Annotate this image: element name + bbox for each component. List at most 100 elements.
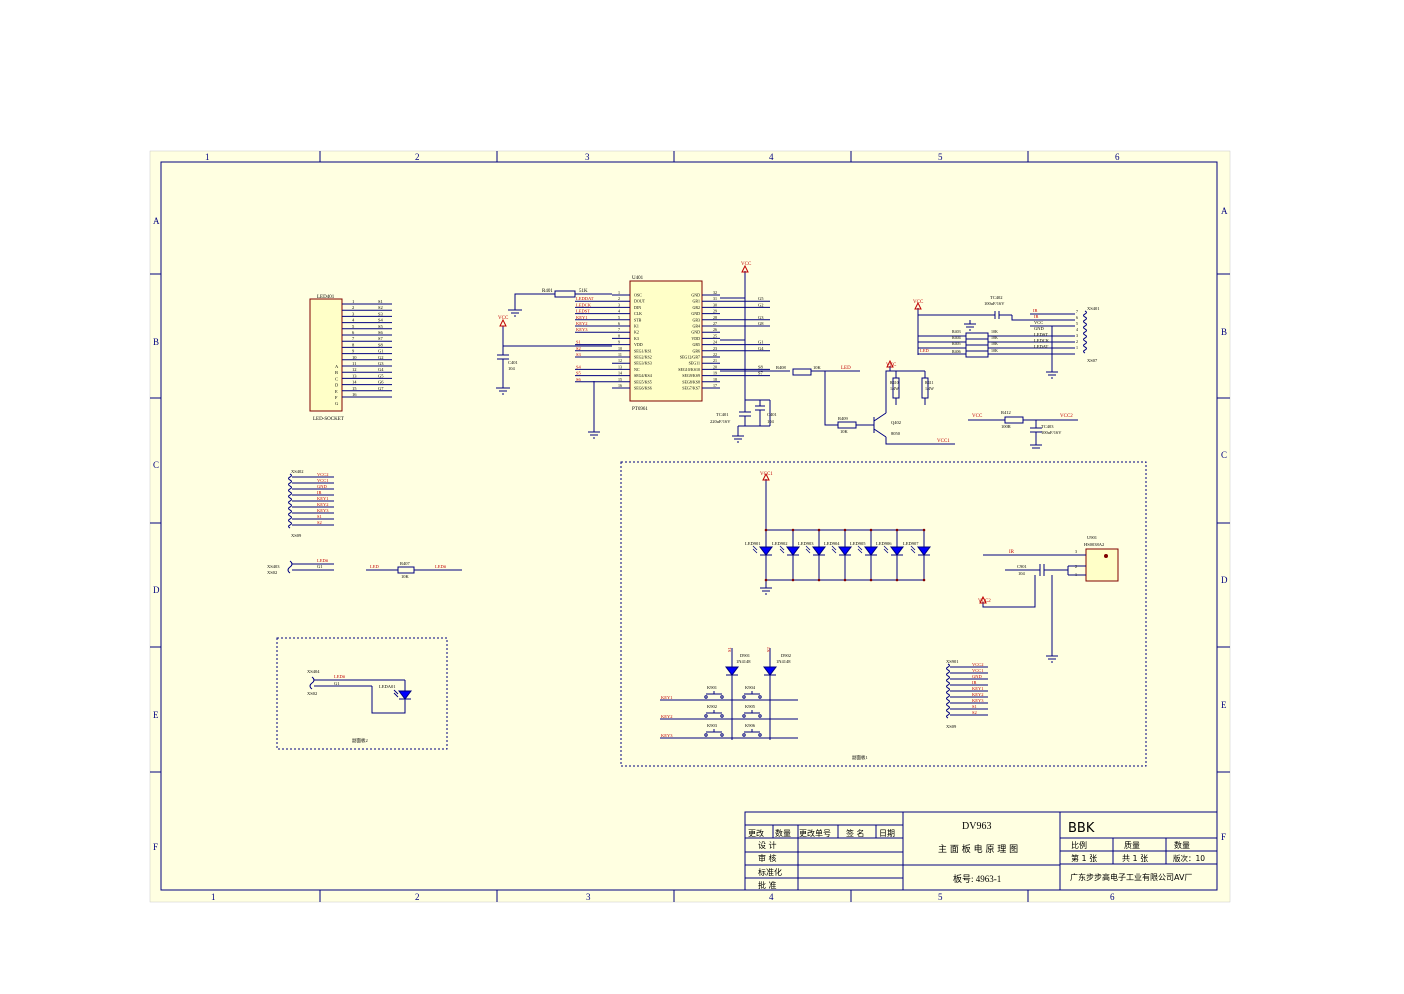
xs404-ref: XS404 xyxy=(307,669,320,674)
junction-dot xyxy=(843,578,847,582)
column-label-top: 2 xyxy=(415,152,420,162)
led401-pin-net: G2 xyxy=(378,355,384,360)
led401-pin-number: 8 xyxy=(352,342,355,347)
ir-net-u901: IR xyxy=(1009,550,1015,555)
res-val-3: 10K xyxy=(991,341,998,346)
led-diode-icon xyxy=(812,546,826,556)
tb-role-4: 批 准 xyxy=(758,880,777,890)
u401-left-pin-name: DOUT xyxy=(634,299,646,304)
xs901-pin-wave xyxy=(946,711,950,719)
led-diode-icon xyxy=(917,546,931,556)
junction-dot xyxy=(764,528,768,532)
u401-right-net: G4 xyxy=(758,346,764,351)
led401-pin-net: S6 xyxy=(378,330,384,335)
u401-left-net: S2 xyxy=(576,346,581,351)
tb-sheet: 第 1 张 xyxy=(1071,853,1097,863)
u401-right-pin-number: 25 xyxy=(713,333,717,338)
r407-ledhash-net: LED# xyxy=(435,564,447,569)
xs402-pin-net: S1 xyxy=(317,514,322,519)
xs402-pin-wave xyxy=(288,491,292,499)
led-emission-icon xyxy=(857,545,863,551)
led401-pin-net: S7 xyxy=(378,336,384,341)
vcc-label-q402: VCC xyxy=(886,363,897,368)
led-emission-icon xyxy=(805,545,811,551)
r401-ref: R401 xyxy=(542,289,553,294)
u401-right-pin-name: SEG10/KS10 xyxy=(678,367,700,372)
u401-left-pin-number: 7 xyxy=(618,327,620,332)
u401-right-pin-name: GR3 xyxy=(692,317,700,322)
u401-left-net: LEDDAT xyxy=(576,296,594,301)
u401-right-pin-number: 29 xyxy=(713,309,717,314)
u401-right-pin-name: GR6 xyxy=(692,348,700,353)
u401-right-net: G5 xyxy=(758,296,764,301)
vcc1-arrow-leds xyxy=(762,472,770,481)
u401-left-net: S1 xyxy=(576,340,581,345)
res-val-1: 10K xyxy=(991,329,998,334)
xs901-alt: XS09 xyxy=(946,724,957,729)
xs901-pin-wave xyxy=(946,699,950,707)
xs402-pin-wave xyxy=(288,485,292,493)
xs901-pin-net: KEY2 xyxy=(972,692,984,697)
res-val-2: 10K xyxy=(991,335,998,340)
tb-quality: 质量 xyxy=(1124,840,1140,850)
xs402-pin-wave xyxy=(288,509,292,517)
tb-role-2: 审 核 xyxy=(758,853,777,863)
u401-right-pin-number: 31 xyxy=(713,296,717,301)
led401-pin-net: G7 xyxy=(378,386,384,391)
xs401-pin-number: 1 xyxy=(1076,345,1078,350)
led401-pin-net: S5 xyxy=(378,324,384,329)
led401-pin-net: G1 xyxy=(378,349,384,354)
r401-val: 51K xyxy=(579,289,588,294)
xs901-pin-net: KEY1 xyxy=(972,686,984,691)
xs401-pin-wave xyxy=(1083,328,1087,336)
u401-left-pin-number: 15 xyxy=(618,377,622,382)
row-label-right: B xyxy=(1221,327,1227,337)
xs402-pin-net: KEY3 xyxy=(317,508,329,513)
r409-ref: R409 xyxy=(838,416,849,421)
frame-ticks xyxy=(150,151,1230,902)
u401-right-pin-name: SEG11 xyxy=(689,361,700,366)
junction-dot xyxy=(922,578,926,582)
u401-left-pin-number: 14 xyxy=(618,371,622,376)
xs901-pin-wave xyxy=(946,681,950,689)
vcc2-arrow-u901 xyxy=(979,595,987,604)
xs901-pin-wave xyxy=(946,705,950,713)
xs403-ref: XS403 xyxy=(267,564,280,569)
tb-hdr-1: 更改 xyxy=(748,828,764,838)
tb-brand: BBK xyxy=(1068,821,1095,836)
u401-left-pin-name: SEG3/KS3 xyxy=(634,361,652,366)
xs401-alt: XS07 xyxy=(1087,358,1098,363)
led401-pin-number: 6 xyxy=(352,330,355,335)
u901-pin-1: 1 xyxy=(1075,572,1077,577)
r411-val: 1/4W xyxy=(925,386,934,391)
u401-right-pin-name: GR1 xyxy=(692,299,700,304)
u401-right-pin-number: 27 xyxy=(713,321,717,326)
key-switch-ref: K903 xyxy=(707,723,718,728)
column-label-bottom: 1 xyxy=(211,892,216,902)
u401-left-pin-number: 16 xyxy=(618,383,622,388)
sheet-background xyxy=(150,151,1230,902)
vcc-arrow-top xyxy=(741,264,749,273)
tb-hdr-2: 数量 xyxy=(775,828,791,838)
tc402-val: 100uF/16V xyxy=(984,301,1005,306)
u401-right-pin-number: 24 xyxy=(713,340,717,345)
led401-pin-net: G4 xyxy=(378,367,384,372)
u401-left-net: LEDST xyxy=(576,309,590,314)
led401-pin-number: 16 xyxy=(352,392,357,397)
u401-left-pin-number: 10 xyxy=(618,346,622,351)
sub-panel-2-circuit xyxy=(309,676,412,714)
junction-dot xyxy=(764,578,768,582)
u401-left-pin-number: 2 xyxy=(618,296,620,301)
key-switch-contact xyxy=(720,714,724,718)
xs901-pin-net: S2 xyxy=(972,710,977,715)
led401-pin-net: G5 xyxy=(378,373,384,378)
u401-left-net: S4 xyxy=(576,364,582,369)
row-label-left: F xyxy=(153,842,158,852)
key-switch-ref: K901 xyxy=(707,685,717,690)
row-label-left: A xyxy=(153,216,160,226)
u401-left-pin-name: DIN xyxy=(634,305,641,310)
